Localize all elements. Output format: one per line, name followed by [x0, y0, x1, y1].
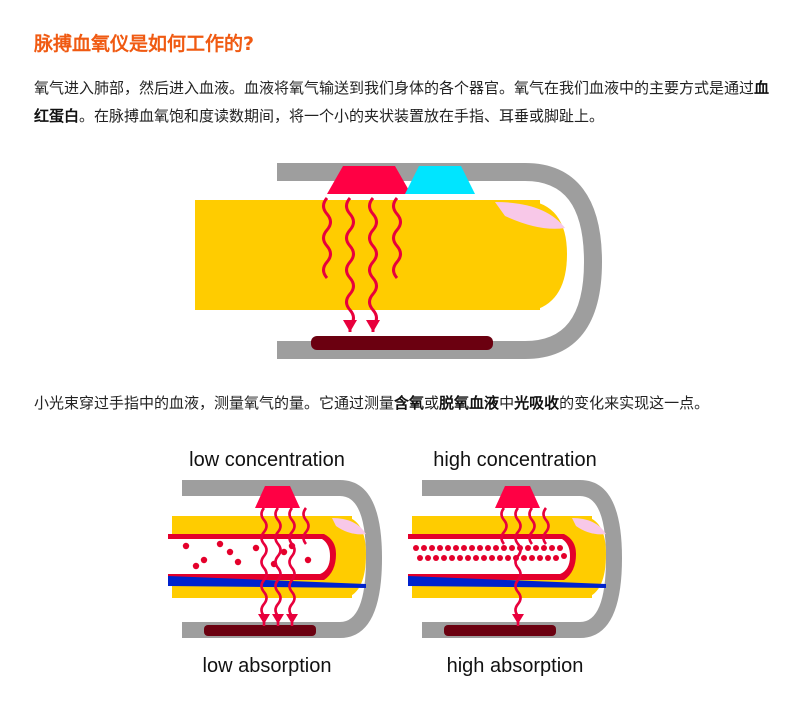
oxygenated-term: 含氧: [394, 394, 425, 412]
intro-text-1: 氧气进入肺部，然后进入血液。血液将氧气输送到我们身体的各个器官。氧气在我们血液中…: [34, 79, 755, 97]
clip-body: [277, 163, 603, 359]
low-absorption-caption: low absorption: [203, 655, 332, 677]
low-concentration-panel: low concentration low absorption: [168, 449, 374, 677]
low-concentration-caption: low concentration: [189, 449, 345, 471]
intro-text-2: 。在脉搏血氧饱和度读数期间，将一个小的夹状装置放在手指、耳垂或脚趾上。: [79, 107, 605, 125]
measurement-paragraph: 小光束穿过手指中的血液，测量氧气的量。它通过测量含氧或脱氧血液中光吸收的变化来实…: [34, 389, 709, 417]
intro-paragraph: 氧气进入肺部，然后进入血液。血液将氧气输送到我们身体的各个器官。氧气在我们血液中…: [34, 74, 774, 130]
oximeter-finger-diagram: [195, 163, 603, 359]
light-detector: [311, 336, 493, 350]
arrow-head-1: [343, 320, 357, 332]
concentration-comparison-diagram: low concentration low absorption high co…: [160, 449, 630, 677]
measure-text-1: 小光束穿过手指中的血液，测量氧气的量。它通过测量: [34, 394, 395, 412]
high-light-waves: [500, 507, 550, 626]
cyan-light-emitter: [405, 166, 475, 194]
high-concentration-panel: high concentration high absorption: [408, 449, 614, 677]
high-arrow-head: [512, 614, 524, 624]
measure-text-3: 中: [499, 394, 515, 412]
measure-text-2: 或: [424, 394, 440, 412]
high-concentration-caption: high concentration: [433, 449, 596, 471]
red-light-emitter: [327, 166, 411, 194]
hemoglobin-term: 血红蛋白: [34, 79, 770, 125]
light-waves: [322, 197, 402, 332]
dense-blood-cells: [413, 545, 567, 561]
deoxygenated-blood-term: 脱氧血液: [439, 394, 500, 412]
arrow-head-2: [366, 320, 380, 332]
light-absorption-term: 光吸收: [514, 394, 560, 412]
fingernail: [495, 202, 565, 229]
finger: [195, 200, 540, 310]
high-absorption-caption: high absorption: [447, 655, 584, 677]
page-title: 脉搏血氧仪是如何工作的?: [34, 33, 255, 55]
measure-text-4: 的变化来实现这一点。: [559, 394, 710, 412]
low-light-waves: [260, 507, 310, 626]
low-arrow-heads: [258, 614, 298, 624]
